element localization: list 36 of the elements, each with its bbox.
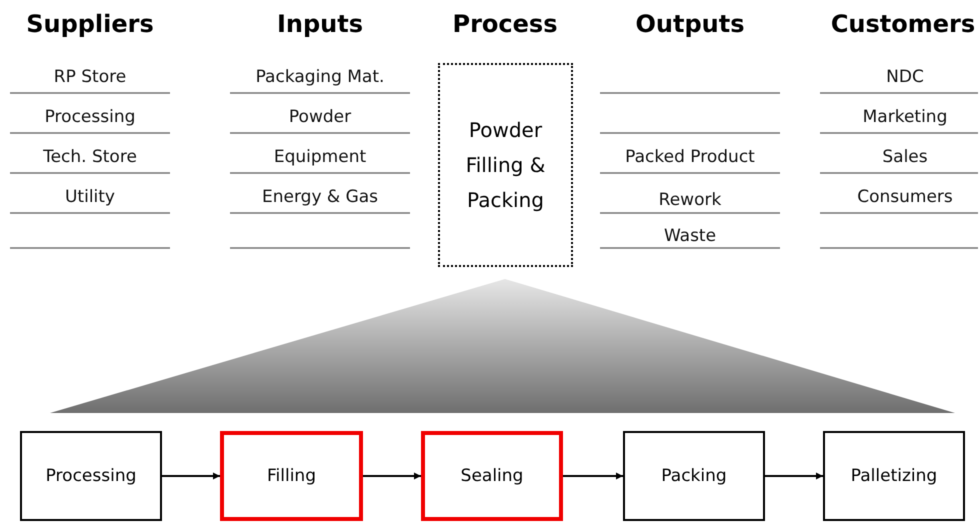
node-text: Palletizing [850, 464, 938, 488]
node-text: Processing [44, 464, 138, 488]
highlighted-step-box [220, 431, 363, 521]
step-box [20, 431, 162, 521]
node-text: Filling [266, 464, 317, 488]
column-heading: Suppliers [26, 10, 154, 38]
list-item: RP Store [54, 67, 126, 87]
step-box [823, 431, 965, 521]
step-box [623, 431, 765, 521]
list-item: Processing [44, 107, 136, 127]
list-item: Powder [288, 107, 352, 127]
arrow [162, 472, 220, 480]
node-text: Powder Filling & Packing [464, 116, 546, 214]
list-item: Tech. Store [43, 147, 137, 167]
list-item: Packaging Mat. [256, 67, 384, 87]
list-item: Consumers [857, 187, 953, 207]
arrow [765, 472, 823, 480]
list-item: Energy & Gas [262, 187, 378, 207]
column-heading: Inputs [276, 10, 364, 38]
list-item: Equipment [274, 147, 366, 167]
node-text: Packing [660, 464, 728, 488]
highlighted-step-box [421, 431, 563, 521]
column-heading: Outputs [636, 10, 744, 38]
list-item: Marketing [862, 107, 948, 127]
list-item: NDC [886, 67, 924, 87]
list-item: Utility [65, 187, 115, 207]
process-box [438, 63, 573, 267]
list-item: Rework [658, 190, 722, 210]
arrow [563, 472, 623, 480]
list-item: Sales [882, 147, 928, 167]
list-item: Waste [664, 226, 716, 246]
node-text: Sealing [460, 464, 524, 488]
list-item: Packed Product [625, 147, 755, 167]
column-heading: Process [452, 10, 558, 38]
arrow [363, 472, 421, 480]
column-heading: Customers [830, 10, 976, 38]
